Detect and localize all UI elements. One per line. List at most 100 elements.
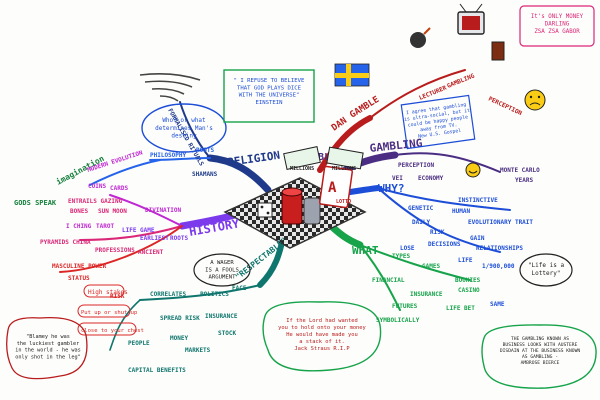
label-markets: MARKETS: [185, 347, 211, 354]
label-status: STATUS: [68, 275, 90, 282]
note-line: Lottery": [532, 270, 561, 277]
label-shamans: SHAMANS: [192, 171, 218, 178]
bomb-icon: [410, 27, 431, 48]
label-sun-moon: SUN MOON: [98, 208, 127, 215]
label-games: GAMES: [422, 263, 440, 270]
label-genetic: GENETIC: [408, 205, 434, 212]
label-perception: PERCEPTION: [398, 162, 435, 169]
chip-stack-icon: [281, 187, 321, 225]
branch-label-gamble: GAMBLE: [348, 95, 381, 121]
millions-label-a: MILLIONS: [290, 166, 314, 172]
label-pyramids-china: PYRAMIDS CHINA: [40, 239, 91, 246]
label-human: HUMAN: [452, 208, 470, 215]
branch-label-religion: RELIGION: [227, 149, 281, 169]
label-face: FACE: [232, 285, 247, 292]
label-evolutionary-trait: EVOLUTIONARY TRAIT: [468, 219, 533, 226]
label-ancient: ANCIENT: [138, 249, 164, 256]
center-label: GAMBLING: [300, 152, 348, 163]
note-line: EINSTEIN: [256, 100, 283, 106]
note-line: BUSINESS LOOKS WITH AUSTERE: [503, 342, 578, 348]
label-futures: FUTURES: [392, 303, 418, 310]
branch-dan: [317, 115, 373, 173]
label-cards: CARDS: [110, 185, 128, 192]
note-line: only shot in the leg": [15, 354, 81, 360]
label-years: YEARS: [515, 177, 533, 184]
label-politics: POLITICS: [200, 291, 229, 298]
label-daily: DAILY: [412, 219, 430, 226]
label-same: SAME: [490, 301, 505, 308]
label-correlates: CORRELATES: [150, 291, 187, 298]
label-life-bet: LIFE BET: [446, 305, 475, 312]
note-line: away from TV.: [420, 122, 458, 133]
note-line: It's ONLY MONEY: [531, 14, 584, 20]
note-line: in the world - he was: [15, 348, 81, 354]
svg-text:A: A: [328, 180, 337, 196]
label-insurance: INSURANCE: [205, 313, 238, 320]
note-line: DISDAIN AT THE BUSINESS KNOWN: [500, 348, 580, 354]
label-masculine-power: MASCULINE POWER: [52, 263, 107, 270]
label-money: MONEY: [170, 335, 188, 342]
dice-icon: [257, 202, 273, 218]
label-casino: CASINO: [458, 287, 480, 294]
pill-high-stakes: High stakes: [88, 289, 128, 296]
branch-label-history: HISTORY: [188, 216, 241, 239]
tv-icon: [457, 3, 485, 35]
millions-label-b: MILLIONS: [332, 166, 356, 172]
pill-put-up: Put up or shut up: [81, 310, 137, 316]
branch-label-why: WHY?: [378, 182, 405, 195]
happy-face-icon: [465, 162, 481, 178]
note-line: "Blamey he was: [26, 334, 70, 340]
note-line: destiny: [171, 133, 197, 140]
note-line: " I REFUSE TO BELIEVE: [234, 78, 305, 84]
label-bookies: BOOKIES: [455, 277, 481, 284]
note-line: "Life is a: [528, 262, 565, 269]
branch-religion: [206, 154, 272, 194]
label-lose: LOSE: [400, 245, 415, 252]
label-types: TYPES: [392, 253, 410, 260]
note-line: you to hold onto your money: [278, 325, 366, 331]
note-line: WITH THE UNIVERSE": [239, 93, 300, 99]
dollar-note-icon: MILLIONS MILLIONS LOTTO: [283, 146, 364, 205]
label-tarot: TAROT: [96, 223, 114, 230]
note-line: THAT GOD PLAYS DICE: [237, 85, 302, 91]
label-philosophy: PHILOSOPHY: [150, 152, 187, 159]
note-line: AS GAMBLING -: [522, 354, 558, 360]
label-decisions: DECISIONS: [428, 241, 461, 248]
label-perception-dan: PERCEPTION: [487, 95, 523, 117]
note-line: Jack Straus R.I.P: [294, 346, 349, 352]
label-roots: ROOTS: [196, 147, 214, 154]
branch-label-dan: DAN: [330, 116, 349, 134]
label-life: LIFE: [458, 257, 473, 264]
note-line: THE GAMBLING KNOWN AS: [511, 336, 569, 342]
label-odds: 1/900,000: [482, 263, 515, 270]
note-line: New U.S. Gospel: [418, 128, 462, 140]
note-line: If the Lord had wanted: [286, 318, 357, 324]
branch-label-what: WHAT: [352, 244, 379, 257]
label-gods-speak: GODS SPEAK: [14, 199, 57, 207]
label-i-ching: I CHING: [66, 223, 92, 230]
label-vei: VEI: [392, 175, 403, 182]
note-line: ZSA ZSA GABOR: [534, 29, 580, 35]
sweden-flag-icon: [334, 63, 370, 87]
note-line: ARGUMENT: [209, 275, 237, 281]
label-economy: ECONOMY: [418, 175, 444, 182]
note-line: determines Man's: [155, 125, 213, 132]
note-line: AMBROSE BIERCE: [521, 360, 560, 366]
note-line: A WAGER: [210, 260, 234, 266]
note-line: IS A FOOLS: [205, 267, 239, 273]
label-insurance-what: INSURANCE: [410, 291, 443, 298]
note-line: the luckiest gambler: [17, 341, 79, 347]
note-line: Who? or what: [162, 117, 206, 124]
